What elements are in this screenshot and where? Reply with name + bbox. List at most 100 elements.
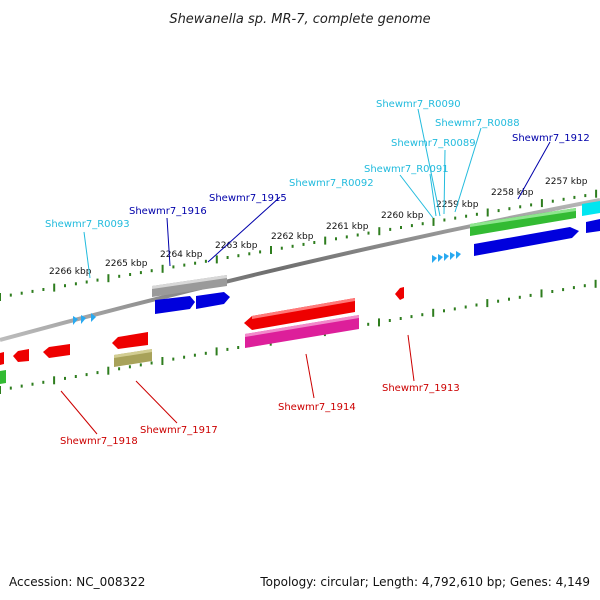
feature-label-r0088[interactable]: Shewmr7_R0088 <box>435 118 520 129</box>
scale-tick-major <box>540 199 543 208</box>
scale-tick-minor <box>388 319 391 322</box>
scale-tick-minor <box>584 194 587 198</box>
cds-arrow-1917[interactable] <box>112 332 148 349</box>
leader-line <box>166 217 171 267</box>
scale-tick-minor <box>475 303 478 307</box>
cds-arrow-1916[interactable] <box>155 296 195 314</box>
scale-tick-minor <box>74 282 77 286</box>
feature-label-1914[interactable]: Shewmr7_1914 <box>278 402 356 413</box>
gene-feature-1917-highlight <box>114 349 152 358</box>
rna-chevron[interactable] <box>73 316 78 325</box>
scale-tick-minor <box>259 250 262 254</box>
rna-chevron[interactable] <box>450 252 455 260</box>
leader-lines <box>60 108 551 435</box>
scale-tick-major <box>215 347 218 356</box>
scale-tick-minor <box>562 288 565 292</box>
scale-tick-minor <box>302 242 305 246</box>
feature-label-1917[interactable]: Shewmr7_1917 <box>140 425 218 436</box>
gene-feature-edge[interactable] <box>582 201 600 216</box>
feature-label-r0091[interactable]: Shewmr7_R0091 <box>364 164 449 175</box>
scale-tick-minor <box>20 384 23 388</box>
scale-tick-minor <box>9 386 12 390</box>
feature-labels: Shewmr7_1912 Shewmr7_1915 Shewmr7_1916 S… <box>45 99 590 447</box>
cds-arrow-edge[interactable] <box>586 219 600 233</box>
cds-arrow-small[interactable] <box>13 349 29 362</box>
kbp-label: 2257 kbp <box>545 177 588 187</box>
scale-tick-minor <box>464 305 467 309</box>
scale-tick-minor <box>551 290 554 293</box>
rna-chevron[interactable] <box>456 251 461 259</box>
scale-tick-minor <box>367 231 370 235</box>
kbp-label: 2263 kbp <box>215 241 258 251</box>
scale-tick-minor <box>465 214 468 218</box>
scale-tick-minor <box>345 235 348 239</box>
cds-arrow-1913[interactable] <box>395 287 404 300</box>
cds-arrow-1914[interactable] <box>244 298 355 330</box>
scale-tick-minor <box>583 284 586 288</box>
scale-tick-minor <box>85 280 88 284</box>
scale-tick-minor <box>248 252 251 256</box>
rna-chevron[interactable] <box>438 254 443 262</box>
scale-tick-major <box>0 386 1 394</box>
scale-tick-minor <box>410 315 413 319</box>
scale-tick-minor <box>572 286 575 290</box>
feature-label-1912[interactable]: Shewmr7_1912 <box>512 133 590 144</box>
rna-chevron[interactable] <box>432 255 437 263</box>
scale-tick-minor <box>443 309 445 313</box>
rna-chevron[interactable] <box>444 253 449 261</box>
scale-tick-minor <box>421 222 424 226</box>
scale-tick-minor <box>508 207 511 211</box>
scale-tick-major <box>107 274 110 283</box>
cds-arrow-1918[interactable] <box>43 344 70 358</box>
scale-tick-major <box>270 246 272 254</box>
gene-feature-edge-left[interactable] <box>0 370 6 384</box>
cds-arrow-1912[interactable] <box>474 227 579 256</box>
scale-tick-minor <box>551 199 554 203</box>
feature-label-r0093[interactable]: Shewmr7_R0093 <box>45 219 130 230</box>
scale-tick-minor <box>194 261 197 265</box>
cds-arrow-1915[interactable] <box>196 292 230 309</box>
scale-tick-minor <box>31 382 34 386</box>
gene-feature-1914[interactable] <box>245 315 359 348</box>
scale-tick-minor <box>150 269 153 273</box>
scale-tick-minor <box>226 347 229 351</box>
scale-tick-minor <box>64 284 66 288</box>
gene-feature-1914-highlight <box>245 315 359 337</box>
feature-label-1913[interactable]: Shewmr7_1913 <box>382 383 460 394</box>
scale-tick-minor <box>497 299 500 303</box>
scale-tick-major <box>540 289 543 298</box>
scale-tick-minor <box>64 376 66 380</box>
scale-tick-minor <box>118 367 121 371</box>
kbp-label: 2260 kbp <box>381 211 424 221</box>
leader-line <box>454 127 482 213</box>
leader-line <box>135 380 178 424</box>
scale-tick-major <box>378 318 380 327</box>
feature-label-1916[interactable]: Shewmr7_1916 <box>129 206 207 217</box>
scale-tick-minor <box>562 197 565 201</box>
feature-label-r0090[interactable]: Shewmr7_R0090 <box>376 99 461 110</box>
pseudo-feature-highlight <box>152 275 227 289</box>
feature-label-r0092[interactable]: Shewmr7_R0092 <box>289 178 374 189</box>
scale-tick-minor <box>454 216 457 220</box>
scale-tick-major <box>378 227 381 236</box>
scale-tick-minor <box>204 351 207 355</box>
leader-line <box>443 149 446 215</box>
scale-tick-minor <box>129 273 132 276</box>
feature-label-r0089[interactable]: Shewmr7_R0089 <box>391 138 476 149</box>
rna-chevron[interactable] <box>91 313 96 322</box>
scale-tick-minor <box>42 380 45 384</box>
scale-tick-minor <box>237 254 240 258</box>
feature-label-1918[interactable]: Shewmr7_1918 <box>60 436 138 447</box>
scale-tick-minor <box>443 218 446 222</box>
cds-arrow-edge-left[interactable] <box>0 352 4 365</box>
scale-tick-major <box>486 299 489 308</box>
scale-tick-minor <box>291 244 294 248</box>
rna-chevron[interactable] <box>81 315 86 324</box>
feature-label-1915[interactable]: Shewmr7_1915 <box>209 193 287 204</box>
reverse-features <box>0 287 404 384</box>
scale-tick-major <box>161 264 164 273</box>
accession-text: Accession: NC_008322 <box>9 575 145 589</box>
scale-tick-minor <box>518 295 521 299</box>
scale-tick-minor <box>183 355 186 359</box>
scale-tick-minor <box>204 259 207 263</box>
